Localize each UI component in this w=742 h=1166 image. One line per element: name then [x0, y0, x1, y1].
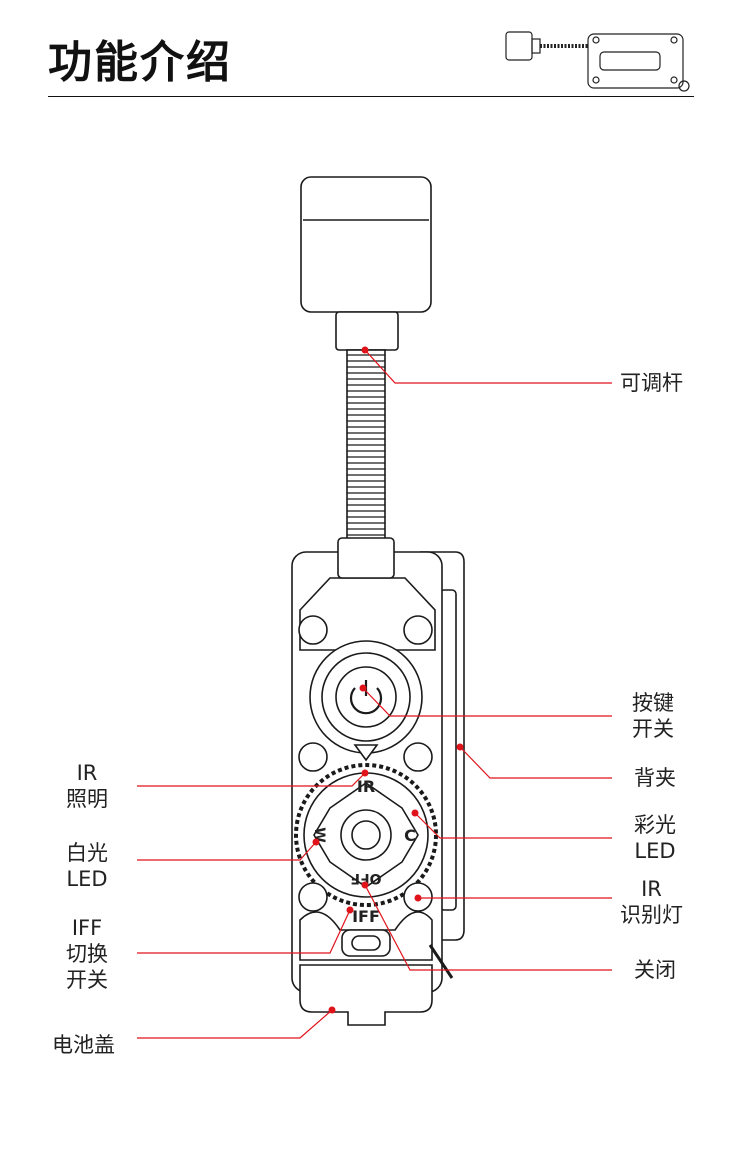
callout-ir-id-light: IR 识别灯 — [620, 876, 683, 928]
device-thumbnail — [505, 31, 690, 92]
callout-ir-illumination: IR 照明 — [66, 760, 108, 812]
callout-off: 关闭 — [634, 958, 676, 982]
dial-mark-off: OFF — [350, 870, 381, 886]
dial-mark-c: C — [404, 826, 416, 845]
title-divider — [48, 96, 694, 97]
switch-mark-iff: IFF — [352, 907, 380, 926]
callout-battery-cover: 电池盖 — [52, 1033, 115, 1057]
callout-color-led: 彩光 LED — [634, 812, 676, 864]
label-line: 识别灯 — [620, 903, 683, 927]
callout-iff-switch: IFF 切换 开关 — [66, 915, 108, 993]
page-title: 功能介绍 — [48, 37, 232, 88]
label-line: 白光 — [66, 841, 108, 865]
label-line: LED — [634, 839, 676, 863]
callout-adjustable-rod: 可调杆 — [620, 371, 683, 395]
label-line: 开关 — [66, 968, 108, 992]
label-line: 照明 — [66, 787, 108, 811]
label-line: 彩光 — [634, 813, 676, 837]
callout-button-switch: 按键 开关 — [632, 690, 674, 742]
label-line: IFF — [71, 916, 103, 940]
dial-mark-ir: IR — [357, 777, 375, 796]
label-line: IR — [76, 761, 98, 785]
label-line: IR — [641, 877, 662, 901]
lamp-head — [300, 176, 432, 313]
callout-white-led: 白光 LED — [66, 840, 108, 892]
label-line: 开关 — [632, 717, 674, 741]
label-line: LED — [66, 867, 108, 891]
label-line: 按键 — [632, 691, 674, 715]
callout-back-clip: 背夹 — [634, 766, 676, 790]
battery-cover — [299, 964, 433, 1026]
label-line: 切换 — [66, 942, 108, 966]
